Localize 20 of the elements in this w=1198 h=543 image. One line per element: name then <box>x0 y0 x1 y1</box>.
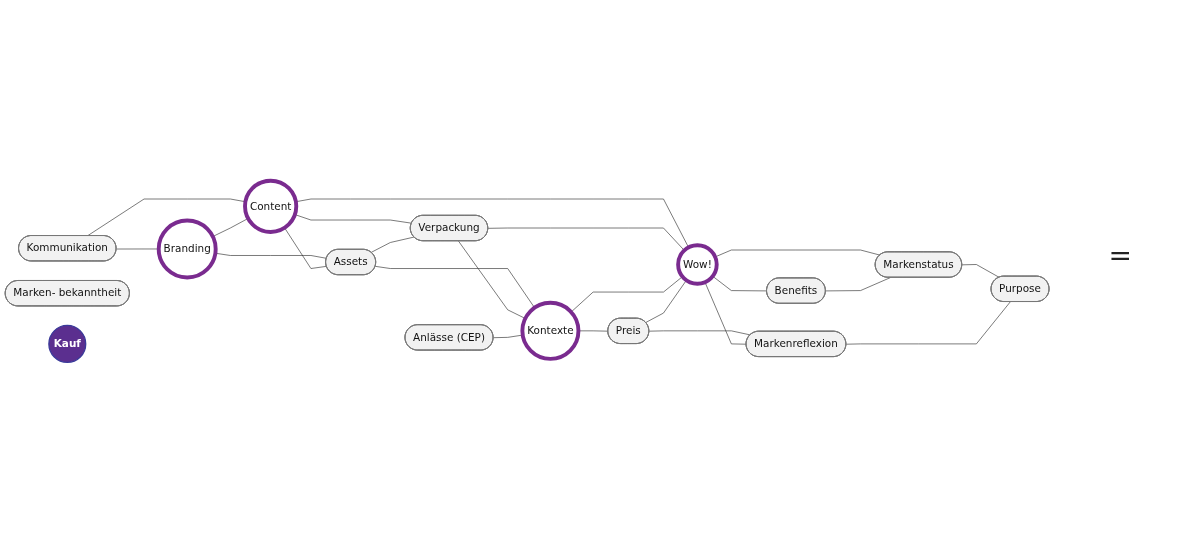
connector <box>212 218 249 237</box>
connector <box>845 301 1011 345</box>
connector <box>295 198 689 248</box>
connector <box>961 264 1000 278</box>
connector <box>487 227 685 251</box>
equals-sign: = <box>1108 238 1132 272</box>
connector <box>704 281 747 345</box>
connector <box>370 236 415 253</box>
connector <box>825 277 891 292</box>
connector <box>712 275 768 292</box>
node-circle: Kontexte <box>520 300 581 361</box>
connector <box>570 276 683 313</box>
node-circle: Wow! <box>676 243 719 286</box>
node-circle: Branding <box>156 218 218 280</box>
connector <box>375 266 535 309</box>
connector <box>648 330 751 336</box>
connector <box>645 280 687 323</box>
node-circle: Content <box>243 178 299 234</box>
connector <box>284 227 327 269</box>
node-circle: Kauf <box>48 324 87 363</box>
